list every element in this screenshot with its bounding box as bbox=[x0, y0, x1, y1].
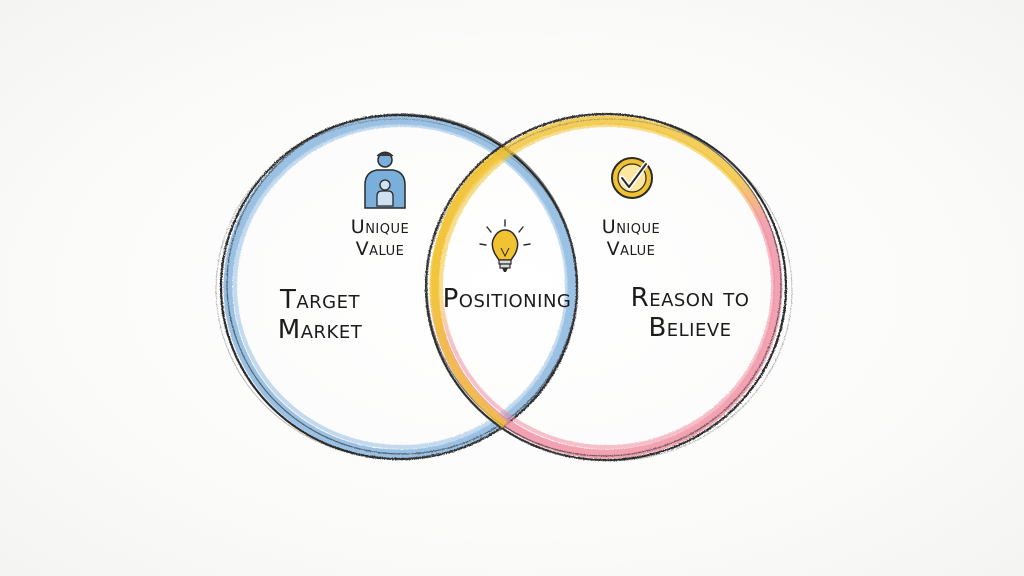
right-unique-value-line1: Unique bbox=[601, 216, 661, 238]
target-market-line1: Target bbox=[279, 285, 361, 315]
checkmark-icon bbox=[611, 157, 653, 199]
left-circle bbox=[215, 113, 579, 461]
left-unique-value-label: Unique Value bbox=[335, 216, 425, 261]
intersection-highlight bbox=[431, 146, 508, 429]
reason-to-believe-label: Reason to Believe bbox=[620, 283, 760, 344]
person-with-child-icon bbox=[364, 151, 406, 209]
right-unique-value-line2: Value bbox=[606, 237, 656, 260]
positioning-label: Positioning bbox=[432, 284, 582, 315]
left-unique-value-line1: Unique bbox=[350, 216, 410, 238]
positioning-text: Positioning bbox=[442, 284, 572, 314]
reason-to-believe-line2: Believe bbox=[648, 312, 732, 343]
left-unique-value-line2: Value bbox=[355, 237, 405, 260]
target-market-label: Target Market bbox=[255, 285, 385, 346]
right-unique-value-label: Unique Value bbox=[586, 216, 676, 261]
lightbulb-icon bbox=[479, 219, 531, 272]
target-market-line2: Market bbox=[277, 314, 363, 345]
reason-to-believe-line1: Reason to bbox=[630, 283, 750, 313]
